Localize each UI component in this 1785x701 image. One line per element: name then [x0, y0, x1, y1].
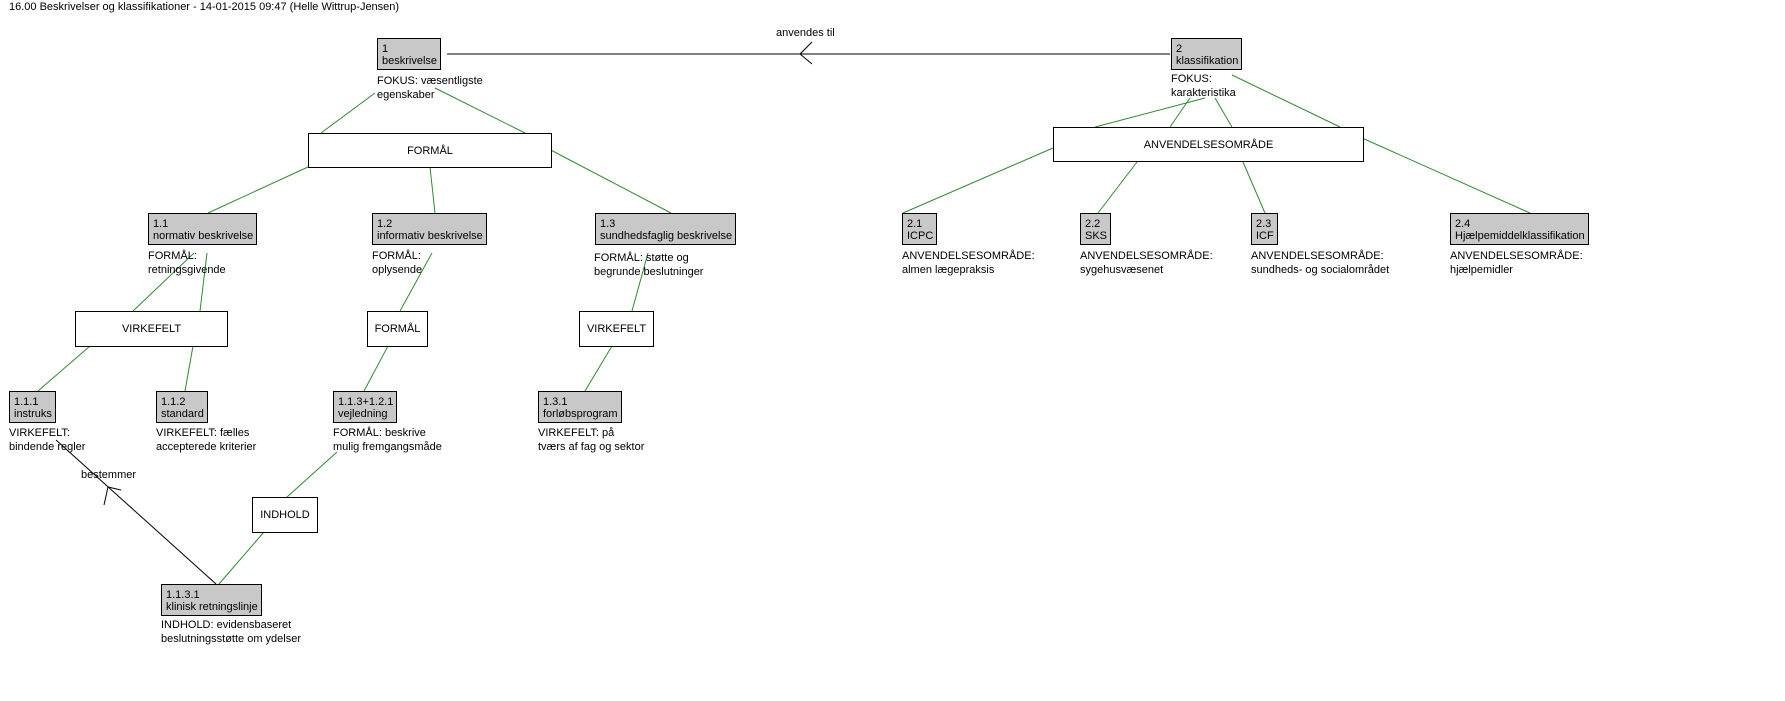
tree-line	[218, 531, 265, 585]
concept-box-vejledning[interactable]: 1.1.3+1.2.1 vejledning	[333, 391, 398, 423]
concept-name: sundhedsfaglig beskrivelse	[600, 230, 733, 242]
relation-line-bestemmer	[55, 439, 217, 585]
concept-number: 2.2	[1085, 218, 1101, 230]
concept-number: 1.3	[600, 218, 616, 230]
concept-name: klinisk retningslinje	[166, 601, 258, 613]
criterion-box-formaal[interactable]: FORMÅL	[308, 133, 552, 168]
concept-description: ANVENDELSESOMRÅDE:sygehusvæsenet	[1080, 250, 1213, 276]
tree-line	[1361, 137, 1531, 214]
tree-line	[184, 345, 194, 392]
concept-box-informativ-beskrivelse[interactable]: 1.2 informativ beskrivelse	[372, 213, 487, 245]
tree-line	[902, 147, 1054, 214]
concept-number: 1.1.3+1.2.1	[338, 396, 394, 408]
concept-number: 1.1.2	[161, 396, 186, 408]
concept-number: 2.1	[907, 218, 923, 230]
tree-line	[1169, 97, 1191, 128]
tree-line	[1231, 74, 1341, 128]
tree-line	[399, 252, 433, 312]
tree-line	[207, 166, 309, 214]
concept-box-standard[interactable]: 1.1.2 standard	[156, 391, 208, 423]
concept-box-icpc[interactable]: 2.1 ICPC	[902, 213, 938, 245]
concept-number: 1.3.1	[543, 396, 568, 408]
concept-description: FORMÅL:oplysende	[372, 250, 423, 276]
concept-description: ANVENDELSESOMRÅDE:sundheds- og socialomr…	[1251, 250, 1390, 276]
tree-line	[286, 451, 338, 498]
criterion-box-indhold[interactable]: INDHOLD	[252, 497, 318, 533]
criterion-box-virkefelt[interactable]: VIRKEFELT	[75, 311, 228, 347]
concept-box-sks[interactable]: 2.2 SKS	[1080, 213, 1112, 245]
concept-box-sundhedsfaglig-beskrivelse[interactable]: 1.3 sundhedsfaglig beskrivelse	[595, 213, 737, 245]
concept-box-klinisk-retningslinje[interactable]: 1.1.3.1 klinisk retningslinje	[161, 584, 262, 616]
relation-arrowhead	[103, 486, 122, 506]
tree-line	[1094, 97, 1206, 128]
tree-line	[631, 252, 649, 312]
concept-description: FORMÅL:retningsgivende	[148, 250, 226, 276]
concept-number: 1	[382, 43, 389, 55]
concept-name: Hjælpemiddelklassifikation	[1455, 230, 1585, 242]
relation-arrowhead	[799, 41, 813, 65]
concept-number: 1.1.1	[14, 396, 39, 408]
tree-line	[37, 345, 91, 392]
concept-name: ICPC	[907, 230, 934, 242]
relation-label-anvendes-til: anvendes til	[776, 27, 835, 39]
concept-name: instruks	[14, 408, 52, 420]
concept-name: informativ beskrivelse	[377, 230, 483, 242]
concept-description: ANVENDELSESOMRÅDE:almen lægepraksis	[902, 250, 1035, 276]
concept-name: beskrivelse	[382, 55, 438, 67]
concept-box-icf[interactable]: 2.3 ICF	[1251, 213, 1278, 245]
concept-box-hjaelpemiddelklassifikation[interactable]: 2.4 Hjælpemiddelklassifikation	[1450, 213, 1589, 245]
tree-line	[1242, 161, 1266, 214]
criterion-box-formaal[interactable]: FORMÅL	[367, 311, 428, 347]
concept-box-instruks[interactable]: 1.1.1 instruks	[9, 391, 56, 423]
concept-description: ANVENDELSESOMRÅDE:hjælpemidler	[1450, 250, 1583, 276]
concept-number: 1.1.3.1	[166, 589, 200, 601]
concept-number: 2.4	[1455, 218, 1471, 230]
concept-name: normativ beskrivelse	[153, 230, 254, 242]
tree-line	[584, 345, 613, 392]
tree-line	[1214, 97, 1233, 128]
concept-name: klassifikation	[1176, 55, 1239, 67]
criterion-box-virkefelt[interactable]: VIRKEFELT	[579, 311, 654, 347]
concept-number: 2.3	[1256, 218, 1272, 230]
tree-line	[199, 252, 208, 312]
concept-box-forloebsprogram[interactable]: 1.3.1 forløbsprogram	[538, 391, 622, 423]
concept-number: 1.2	[377, 218, 393, 230]
concept-description: FOKUS:karakteristika	[1171, 73, 1236, 99]
concept-box-beskrivelse[interactable]: 1 beskrivelse	[377, 38, 442, 70]
concept-box-normativ-beskrivelse[interactable]: 1.1 normativ beskrivelse	[148, 213, 258, 245]
concept-name: forløbsprogram	[543, 408, 618, 420]
relation-label-bestemmer: bestemmer	[81, 469, 137, 481]
concept-name: ICF	[1256, 230, 1274, 242]
criterion-box-anvendelsesomraade[interactable]: ANVENDELSESOMRÅDE	[1053, 127, 1364, 162]
concept-number: 1.1	[153, 218, 169, 230]
diagram-title: 16.00 Beskrivelser og klassifikationer -…	[9, 1, 400, 13]
concept-box-klassifikation[interactable]: 2 klassifikation	[1171, 38, 1243, 70]
concept-name: SKS	[1085, 230, 1108, 242]
concept-name: vejledning	[338, 408, 388, 420]
tree-line	[429, 166, 436, 214]
tree-line	[1097, 161, 1138, 214]
tree-line	[434, 87, 526, 134]
tree-line	[320, 92, 376, 134]
tree-line	[363, 345, 389, 392]
tree-line	[132, 252, 195, 312]
tree-line	[544, 146, 672, 214]
concept-name: standard	[161, 408, 204, 420]
concept-description: VIRKEFELT:bindende regler	[9, 427, 86, 453]
concept-number: 2	[1176, 43, 1183, 55]
